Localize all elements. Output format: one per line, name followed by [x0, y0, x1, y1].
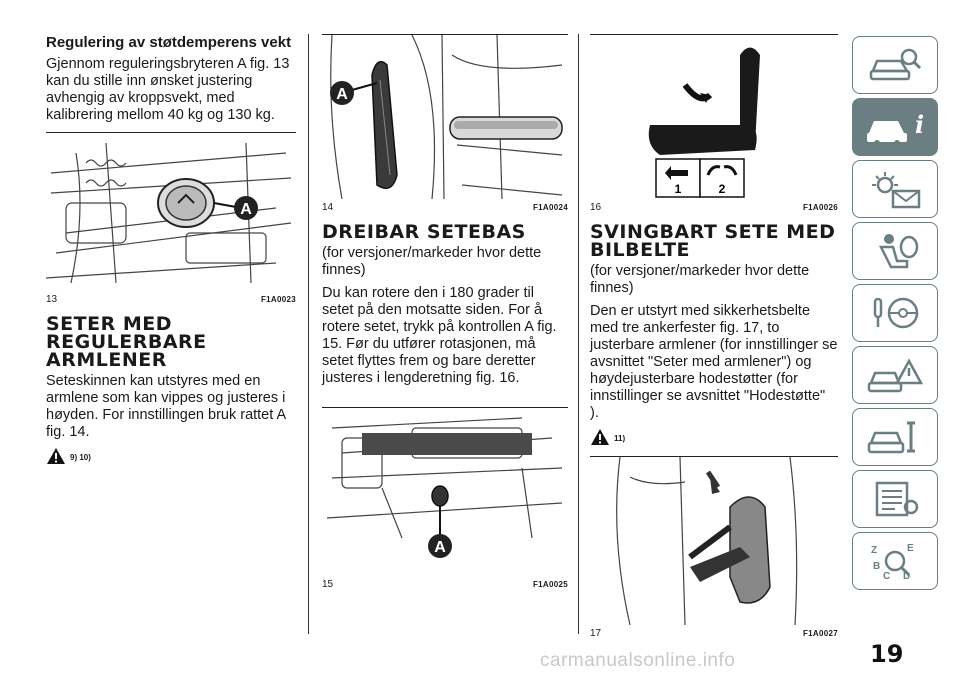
warning-triangle-icon: [591, 429, 609, 445]
warning-triangle-icon: [47, 448, 65, 464]
intro-paragraph: Gjennom reguleringsbryteren A fig. 13 ka…: [46, 56, 290, 123]
figure-number: 13: [46, 294, 58, 305]
svg-text:E: E: [907, 543, 914, 554]
figure-code: F1A0026: [802, 203, 838, 212]
car-info-icon: i: [867, 110, 924, 146]
figure-code: F1A0024: [532, 203, 568, 212]
column-2: A 14 F1A0024 DREIBAR SETEBAS (for versjo…: [322, 34, 568, 600]
page-number: 19: [870, 640, 904, 668]
figure-number: 14: [322, 202, 334, 213]
figure-caption: 16 F1A0026: [590, 202, 838, 213]
chapter-tabs: i: [852, 36, 938, 594]
callout-a: A: [240, 201, 252, 218]
seat-belt-armrest-illustration: [590, 457, 838, 625]
warning-ref-text: 11): [614, 434, 626, 443]
section-body: Den er utstyrt med sikkerhetsbelte med t…: [590, 303, 838, 421]
tab-maintenance[interactable]: [852, 408, 938, 466]
figure-number: 15: [322, 579, 334, 590]
steering-key-icon: [873, 297, 919, 329]
warning-reference: 9) 10): [46, 447, 296, 465]
airbag-seat-icon: [878, 234, 919, 269]
figure-number: 17: [590, 628, 602, 639]
step-label-1: 1: [675, 182, 682, 196]
section-body: Du kan rotere den i 180 grader til setet…: [322, 285, 557, 386]
figure-code: F1A0023: [260, 295, 296, 304]
tab-emergency[interactable]: [852, 346, 938, 404]
figure-number: 16: [590, 202, 602, 213]
step-label-2: 2: [719, 182, 726, 196]
shock-absorber-dial-illustration: A: [46, 133, 296, 291]
watermark: carmanualsonline.info: [540, 650, 736, 671]
callout-a: A: [336, 86, 348, 103]
column-3: 1 2 16 F1A0026 SVINGBART SETE MED BILBEL…: [590, 34, 838, 649]
figure-caption: 17 F1A0027: [590, 628, 838, 639]
section-note: (for versjoner/markeder hvor dette finne…: [590, 263, 810, 296]
figure-14: A: [322, 34, 568, 199]
figure-caption: 13 F1A0023: [46, 294, 296, 305]
figure-13: A: [46, 132, 296, 291]
column-divider: [578, 34, 579, 634]
warning-lights-icon: [872, 172, 921, 209]
tab-starting-driving[interactable]: [852, 284, 938, 342]
figure-16: 1 2: [590, 34, 838, 199]
figure-caption: 15 F1A0025: [322, 579, 568, 590]
figure-17: [590, 456, 838, 625]
tab-car-search[interactable]: [852, 36, 938, 94]
alphabetical-index-icon: Z E BC D: [871, 543, 914, 581]
warning-ref-text: 9) 10): [70, 453, 91, 462]
specifications-list-icon: [875, 481, 919, 517]
svg-text:Z: Z: [871, 545, 877, 556]
tab-car-info[interactable]: i: [852, 98, 938, 156]
svg-text:B: B: [873, 561, 880, 572]
column-divider: [308, 34, 309, 634]
section-heading: SETER MED REGULERBARE ARMLENER: [46, 313, 207, 371]
emergency-car-icon: [867, 358, 923, 393]
subheading: Regulering av støtdemperens vekt: [46, 34, 292, 51]
svg-text:D: D: [903, 571, 910, 581]
figure-caption: 14 F1A0024: [322, 202, 568, 213]
tab-warning-lights[interactable]: [852, 160, 938, 218]
seat-rotation-diagram: 1 2: [590, 35, 838, 199]
svg-text:C: C: [883, 571, 890, 581]
section-heading: DREIBAR SETEBAS: [322, 221, 526, 243]
car-search-icon: [869, 48, 922, 81]
swivel-base-control-illustration: A: [322, 408, 568, 576]
figure-code: F1A0025: [532, 580, 568, 589]
column-1: Regulering av støtdemperens vekt Gjennom…: [46, 34, 296, 465]
section-heading: SVINGBART SETE MED BILBELTE: [590, 221, 836, 261]
svg-text:i: i: [915, 110, 924, 139]
callout-a: A: [434, 539, 446, 556]
car-maintenance-icon: [867, 421, 915, 454]
figure-code: F1A0027: [802, 629, 838, 638]
armrest-wheel-illustration: A: [322, 35, 568, 199]
figure-15: A: [322, 407, 568, 576]
tab-safety[interactable]: [852, 222, 938, 280]
section-note: (for versjoner/markeder hvor dette finne…: [322, 245, 542, 278]
warning-reference: 11): [590, 428, 838, 446]
section-body: Seteskinnen kan utstyres med en armlene …: [46, 373, 286, 440]
tab-specifications[interactable]: [852, 470, 938, 528]
